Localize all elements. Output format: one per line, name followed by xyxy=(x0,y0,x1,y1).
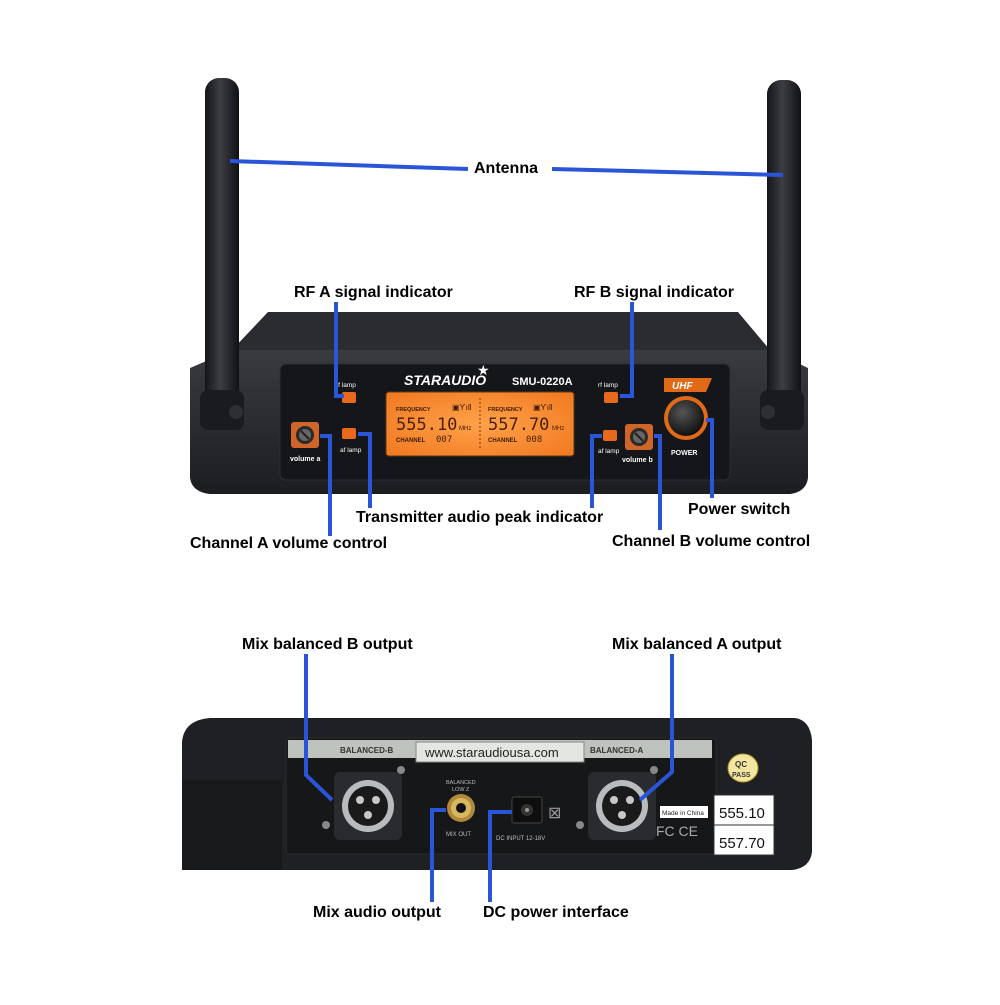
rf-a-leader xyxy=(334,302,344,398)
made-in-china-label: Made in China xyxy=(662,810,704,817)
mix-b-leader xyxy=(304,654,334,802)
rf-lamp-b xyxy=(604,392,618,403)
balanced-lowz-label: BALANCED xyxy=(446,780,476,786)
qc-label: QC xyxy=(735,760,747,769)
lcd-freq-label-b: FREQUENCY xyxy=(488,407,523,413)
lcd-channel-a: 007 xyxy=(436,435,452,445)
rf-lamp-a-label: rf lamp xyxy=(336,382,356,389)
callout-dc-power: DC power interface xyxy=(483,904,629,921)
af-lamp-b xyxy=(603,430,617,441)
volume-b-knob[interactable] xyxy=(625,424,653,450)
lcd-freq-label-a: FREQUENCY xyxy=(396,407,431,413)
lcd-unit-a: MHz xyxy=(459,426,471,432)
fcc-ce-icon: FC CE xyxy=(656,823,698,839)
volume-a-label: volume a xyxy=(290,456,320,463)
mix-a-leader xyxy=(638,654,674,802)
power-leader xyxy=(706,418,714,498)
lowz-label: LOW Z xyxy=(452,787,470,793)
callout-peak: Transmitter audio peak indicator xyxy=(356,509,604,526)
lcd-channel-label-b: CHANNEL xyxy=(488,438,518,444)
lcd-channel-label-a: CHANNEL xyxy=(396,438,426,444)
callout-rf-a: RF A signal indicator xyxy=(294,284,453,301)
model-label: SMU-0220A xyxy=(512,376,573,388)
antenna-leader-left xyxy=(229,159,469,171)
af-lamp-a-label: af lamp xyxy=(340,447,362,454)
peak-leader-right xyxy=(590,434,602,508)
right-antenna xyxy=(760,80,804,430)
front-unit-top xyxy=(232,312,770,350)
rf-lamp-b-label: rf lamp xyxy=(598,382,618,389)
sticker-freq-a: 555.10 xyxy=(719,805,765,822)
qc-pass-sticker: QC PASS xyxy=(727,753,759,783)
antenna-leader-right xyxy=(551,167,784,177)
mix-out-jack[interactable] xyxy=(447,794,475,822)
dc-input-label: DC INPUT 12-18V xyxy=(496,836,545,842)
lcd-freq-b: 557.70 xyxy=(488,415,549,435)
uhf-label: UHF xyxy=(672,381,693,392)
sticker-freq-b: 557.70 xyxy=(719,835,765,852)
callout-antenna: Antenna xyxy=(474,160,538,177)
qc-pass-label: PASS xyxy=(732,772,751,779)
power-label: POWER xyxy=(671,450,697,457)
callout-vol-b: Channel B volume control xyxy=(612,533,811,550)
rf-lamp-a xyxy=(342,392,356,403)
callout-mix-audio: Mix audio output xyxy=(313,904,441,921)
dc-power-leader xyxy=(488,810,512,902)
callout-power-switch: Power switch xyxy=(688,501,791,518)
af-lamp-b-label: af lamp xyxy=(598,448,620,455)
peak-leader-left xyxy=(358,432,372,508)
volume-b-label: volume b xyxy=(622,457,653,464)
mix-out-label: MIX OUT xyxy=(446,832,471,838)
star-icon: ★ xyxy=(477,362,490,378)
power-switch[interactable] xyxy=(664,396,708,440)
front-unit: STARAUDIO ★ SMU-0220A UHF FREQUENCY FREQ… xyxy=(190,78,808,494)
callout-rf-b: RF B signal indicator xyxy=(574,284,735,301)
vol-a-leader xyxy=(320,434,332,536)
antenna-signal-icon: ▣Ƴıll xyxy=(452,403,472,412)
balanced-a-label: BALANCED-A xyxy=(590,746,644,755)
callout-lines xyxy=(229,159,784,902)
lcd-unit-b: MHz xyxy=(552,426,564,432)
rf-b-leader xyxy=(620,302,634,398)
back-unit-side-shade xyxy=(182,780,282,870)
balanced-b-label: BALANCED-B xyxy=(340,746,394,755)
dc-power-jack[interactable] xyxy=(511,796,543,824)
back-unit: BALANCED-B BALANCED-A www.staraudiousa.c… xyxy=(182,718,812,870)
lcd-channel-b: 008 xyxy=(526,435,542,445)
website-label: www.staraudiousa.com xyxy=(424,745,559,760)
website-plate xyxy=(415,741,585,763)
made-in-china-sticker xyxy=(660,806,708,818)
mix-audio-leader xyxy=(430,808,446,902)
af-lamp-a xyxy=(342,428,356,439)
uhf-badge xyxy=(664,378,712,392)
callout-mix-b: Mix balanced B output xyxy=(242,636,413,653)
xlr-b-connector[interactable] xyxy=(322,766,405,840)
callout-vol-a: Channel A volume control xyxy=(190,535,388,552)
xlr-a-connector[interactable] xyxy=(576,766,658,840)
callout-mix-a: Mix balanced A output xyxy=(612,636,782,653)
left-antenna xyxy=(200,78,244,430)
vol-b-leader xyxy=(654,434,662,530)
lcd-freq-a: 555.10 xyxy=(396,415,457,435)
recycle-bin-icon: ⊠ xyxy=(548,805,561,822)
volume-a-knob[interactable] xyxy=(291,422,319,448)
antenna-signal-icon: ▣Ƴıll xyxy=(533,403,553,412)
brand-logo: STARAUDIO xyxy=(404,372,486,388)
